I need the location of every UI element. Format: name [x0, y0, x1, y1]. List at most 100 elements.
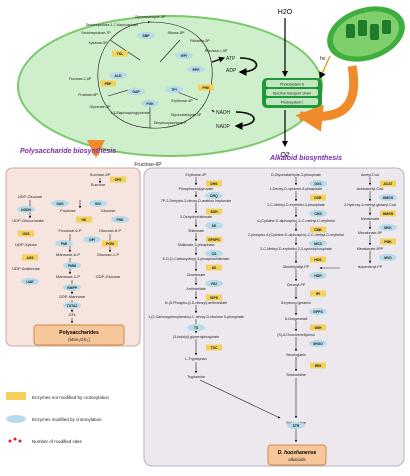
alk-enzyme: GPPS [309, 307, 327, 316]
mep-node: 2-C-Methyl-D-erythritol-2,4-cyclodiphosp… [260, 247, 332, 251]
poly-enzyme: TUTA1 [63, 301, 81, 310]
cycle-metabolite: 1,3-Bisphosphoglycerate [110, 111, 150, 115]
mep-node: Secologanin [286, 353, 306, 357]
svg-text:UGDH: UGDH [21, 208, 32, 212]
mep-node: Geranyl-PP [287, 283, 306, 287]
cycle-metabolite: Fructose-6P [78, 93, 98, 97]
o2-label: O2 [280, 152, 289, 159]
poly-enzyme: HK [76, 216, 92, 223]
cycle-metabolite: Glyceraldehyde-3P [135, 15, 166, 19]
svg-text:UXS: UXS [23, 232, 31, 236]
svg-text:ACAT: ACAT [383, 182, 393, 186]
nadp-label: NADP [216, 124, 231, 130]
mep-node: Strictosidine [286, 373, 306, 377]
alk-enzyme: ACAT [380, 180, 396, 187]
alk-enzyme: EPSPS [206, 236, 222, 243]
poly-node: Fructose [60, 208, 76, 213]
shikimate-node: Shikimate-3-phosphate [178, 243, 215, 247]
poly-node: Glucose [101, 208, 116, 213]
cycle-enzyme: SBP [137, 31, 155, 40]
poly-enzyme: UXS [18, 230, 34, 237]
cycle-metabolite: Ribose-5P [168, 31, 185, 35]
cycle-enzyme: ALD [109, 71, 127, 80]
svg-text:FRK: FRK [117, 218, 125, 222]
alk-section-title: Alkaloid biosynthesis [269, 155, 342, 162]
shikimate-node: 7P-2-Dehydro-3-deoxy-D-arabino-heptonate [161, 199, 232, 203]
poly-node: GDP-Glucose [96, 274, 121, 279]
etc-label: Electron transport chain [273, 92, 311, 96]
svg-text:PMI: PMI [61, 242, 67, 246]
svg-text:GPI: GPI [89, 238, 95, 242]
alk-enzyme: HMGR [380, 210, 396, 217]
alk-enzyme: MVK [379, 223, 397, 232]
poly-node: Mannose-1-P [56, 274, 80, 279]
legend-label-3: Number of modified sites [32, 439, 83, 444]
svg-text:SDH: SDH [210, 210, 218, 214]
alk-enzyme: DXR [310, 194, 326, 201]
svg-text:TPI: TPI [171, 88, 176, 92]
svg-text:TUTA1: TUTA1 [67, 304, 78, 308]
cycle-enzyme: RPE [187, 65, 205, 74]
cycle-enzyme: RPI [175, 51, 193, 60]
alk-enzyme: DHQ [205, 191, 223, 200]
cycle-metabolite: Sedoheptulose-7P [81, 31, 111, 35]
poly-node: UDP-Glucuronate [12, 218, 44, 223]
svg-text:HDS: HDS [314, 258, 322, 262]
poly-node: Sucrose-6P [90, 172, 111, 177]
svg-text:AXS: AXS [27, 256, 35, 260]
alk-enzyme: IPI [310, 290, 326, 297]
svg-text:HDR: HDR [314, 274, 322, 278]
svg-text:TKL: TKL [117, 52, 124, 56]
poly-enzyme: SUS [51, 199, 69, 208]
h2o-label: H2O [278, 9, 293, 16]
mva-node: Mevalonate [361, 217, 380, 221]
poly-node: Glucose-6-P [99, 228, 122, 233]
svg-text:INV: INV [95, 202, 101, 206]
shikimate-node: N-(5-Phospho-β-D-ribosyl)-anthranilate [165, 301, 227, 305]
svg-text:DXS: DXS [315, 182, 323, 186]
poly-enzyme: PMM [63, 261, 81, 270]
alk-enzyme: 8HGO [309, 339, 327, 348]
alk-column-mva: Acetyl-CoAAcetoacetyl-CoA3-Hydroxy-3-met… [319, 173, 397, 270]
cycle-enzyme: TPI [165, 85, 183, 94]
poly-box-title: Polysaccharides [59, 330, 99, 336]
alk-enzyme: CS [205, 249, 223, 258]
mep-node: 8-hydroxy-geraniol [281, 301, 311, 305]
poly-enzyme: SPS [110, 176, 126, 183]
svg-text:RPE: RPE [193, 68, 201, 72]
alk-enzymes: DHSDHQSDHSKEPSPSCSASPAIIGPSTSTDCDXSDXRCM… [187, 179, 397, 430]
alk-enzyme: CMK [310, 226, 326, 233]
calvin-cycle [97, 20, 213, 129]
svg-text:CMS: CMS [314, 212, 322, 216]
poly-node: UDP-Arabinose [12, 266, 41, 271]
alk-enzyme: SDH [206, 208, 222, 215]
mep-node: 1-Deoxy-D-xylulose-5-phosphate [270, 187, 323, 191]
mva-node: Acetyl-CoA [361, 173, 380, 177]
cycle-enzyme: PGK [141, 99, 159, 108]
shikimate-node: 5-O-(1-Carboxyvinyl)-3-phosphoshikimate [163, 257, 230, 261]
svg-text:UAE: UAE [26, 280, 34, 284]
svg-text:PGK: PGK [146, 102, 154, 106]
shikimate-node: L-Tryptophan [185, 357, 206, 361]
poly-box-sub: (Man₃Glc₁) [68, 337, 90, 342]
mva-node: Isopentenyl-PP [358, 265, 383, 269]
poly-section-title: Polysaccharide biosynthesis [20, 148, 116, 155]
svg-text:TDC: TDC [211, 346, 219, 350]
cycle-enzyme: TKL [112, 50, 128, 57]
svg-text:PRK: PRK [202, 86, 210, 90]
alk-enzyme: DHS [206, 180, 222, 187]
mep-node: 4-(Cytidine-5'-diphospho)-2-C-methyl-D-e… [257, 219, 335, 223]
fructose6p-label: Fructose-6P [134, 162, 162, 168]
poly-node: UDP-Xylose [15, 242, 38, 247]
orange-swoosh-arrow [295, 65, 359, 132]
poly-node: GTs [68, 312, 75, 317]
chloroplast-icon [327, 6, 405, 62]
svg-text:ALD: ALD [115, 74, 123, 78]
alk-enzyme: MCS [309, 239, 327, 248]
svg-text:PAI: PAI [211, 282, 216, 286]
poly-enzyme: GPI [83, 235, 101, 244]
legend-swatch-dots [8, 437, 22, 443]
cycle-metabolite: Dihydroxyacetone-P [154, 121, 187, 125]
